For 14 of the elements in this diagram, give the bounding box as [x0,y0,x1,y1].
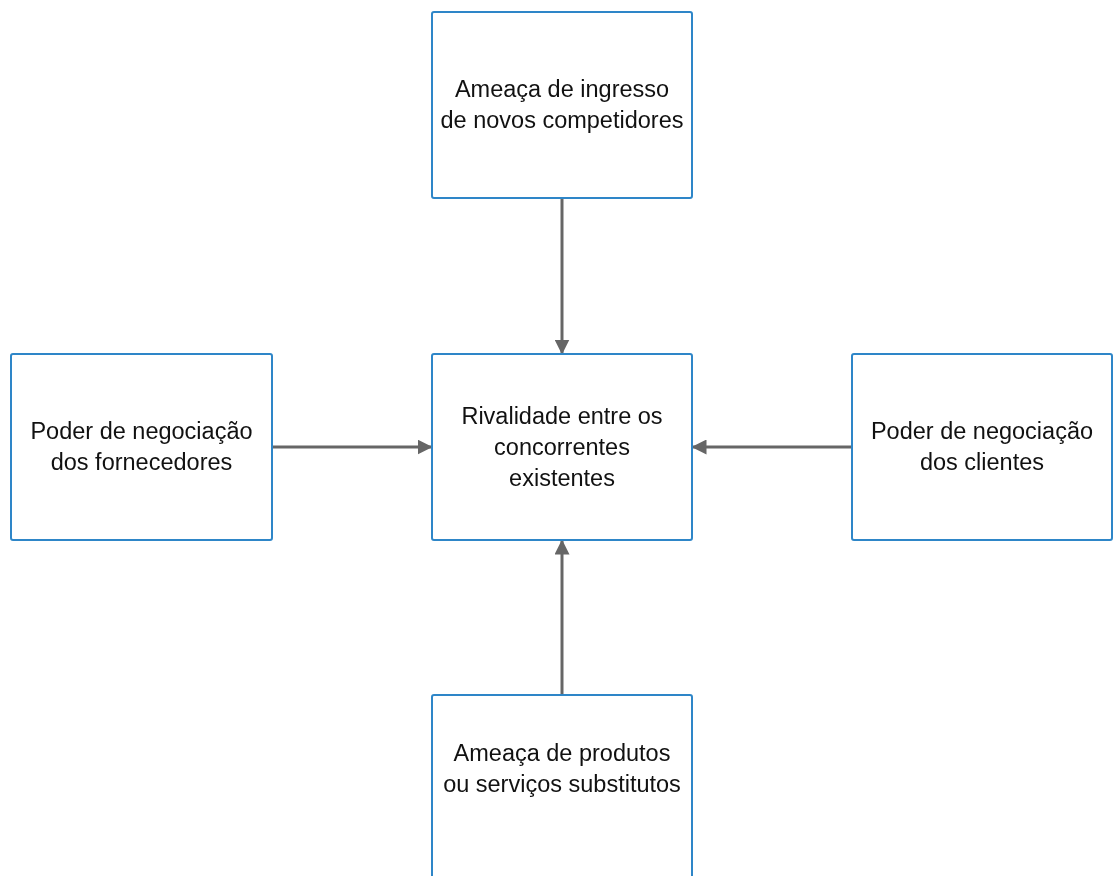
box-label: Ameaça de ingresso de novos competidores [439,75,685,135]
process-box [10,353,273,541]
arrow [691,439,851,455]
box-label: Poder de negociação dos fornecedores [29,417,254,477]
box-label: Rivalidade entre os concorrentes existentes [460,401,664,493]
process-box [851,353,1113,541]
box-label: Ameaça de produtos ou serviços substitutos [442,739,682,799]
process-box [431,11,693,199]
arrow [554,199,570,355]
process-box [431,694,693,876]
arrow [273,439,433,455]
arrow [554,539,570,694]
process-box [431,353,693,541]
box-label: Poder de negociação dos clientes [869,417,1095,477]
